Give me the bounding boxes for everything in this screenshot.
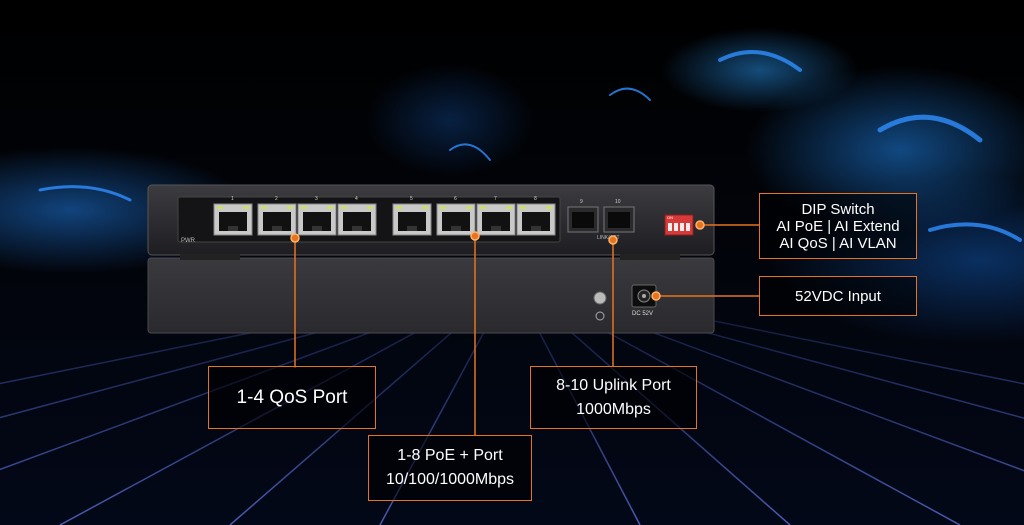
uplink-port-speed: 1000Mbps: [576, 400, 651, 418]
dc-input-text: 52VDC Input: [795, 287, 881, 305]
rj45-port: [516, 203, 556, 236]
port-number-label: 6: [454, 196, 457, 202]
rj45-port: [257, 203, 297, 236]
qos-port-callout: 1-4 QoS Port: [208, 366, 376, 429]
power-supply-unit: [147, 257, 715, 334]
qos-port-text: 1-4 QoS Port: [236, 386, 348, 408]
rj45-port: [476, 203, 516, 236]
rj45-port: [213, 203, 253, 236]
rj45-port: [436, 203, 476, 236]
port-number-label: 5: [410, 196, 413, 202]
dip-switch-modes-1: AI PoE | AI Extend: [776, 217, 900, 235]
uplink-port-callout: 8-10 Uplink Port 1000Mbps: [530, 366, 697, 429]
dip-switch-callout: DIP Switch AI PoE | AI Extend AI QoS | A…: [759, 193, 917, 259]
port-number-label: 4: [355, 196, 358, 202]
port-number-label: 1: [231, 196, 234, 202]
poe-port-title: 1-8 PoE + Port: [397, 447, 503, 464]
port-number-label: 2: [275, 196, 278, 202]
port-number-label: 3: [315, 196, 318, 202]
dc-label: DC 52V: [632, 311, 654, 317]
dip-switch-title: DIP Switch: [801, 200, 875, 218]
dip-on-label: ON: [667, 215, 673, 220]
dip-switch-modes-2: AI QoS | AI VLAN: [779, 234, 897, 252]
rj45-port-group: [213, 203, 556, 236]
sfp-number-10: 10: [615, 199, 621, 205]
rj45-port: [337, 203, 377, 236]
uplink-port-title: 8-10 Uplink Port: [556, 376, 671, 394]
sfp-number-9: 9: [580, 199, 583, 205]
dc-input-callout: 52VDC Input: [759, 276, 917, 316]
rj45-port: [392, 203, 432, 236]
poe-port-callout: 1-8 PoE + Port 10/100/1000Mbps: [368, 435, 532, 501]
port-number-label: 8: [534, 196, 537, 202]
pwr-label: PWR: [181, 238, 195, 244]
ground-screw: [593, 291, 607, 305]
link-act-label: LINK/ACT: [597, 235, 620, 241]
port-number-label: 7: [494, 196, 497, 202]
rj45-port: [297, 203, 337, 236]
poe-port-speed: 10/100/1000Mbps: [385, 471, 515, 488]
